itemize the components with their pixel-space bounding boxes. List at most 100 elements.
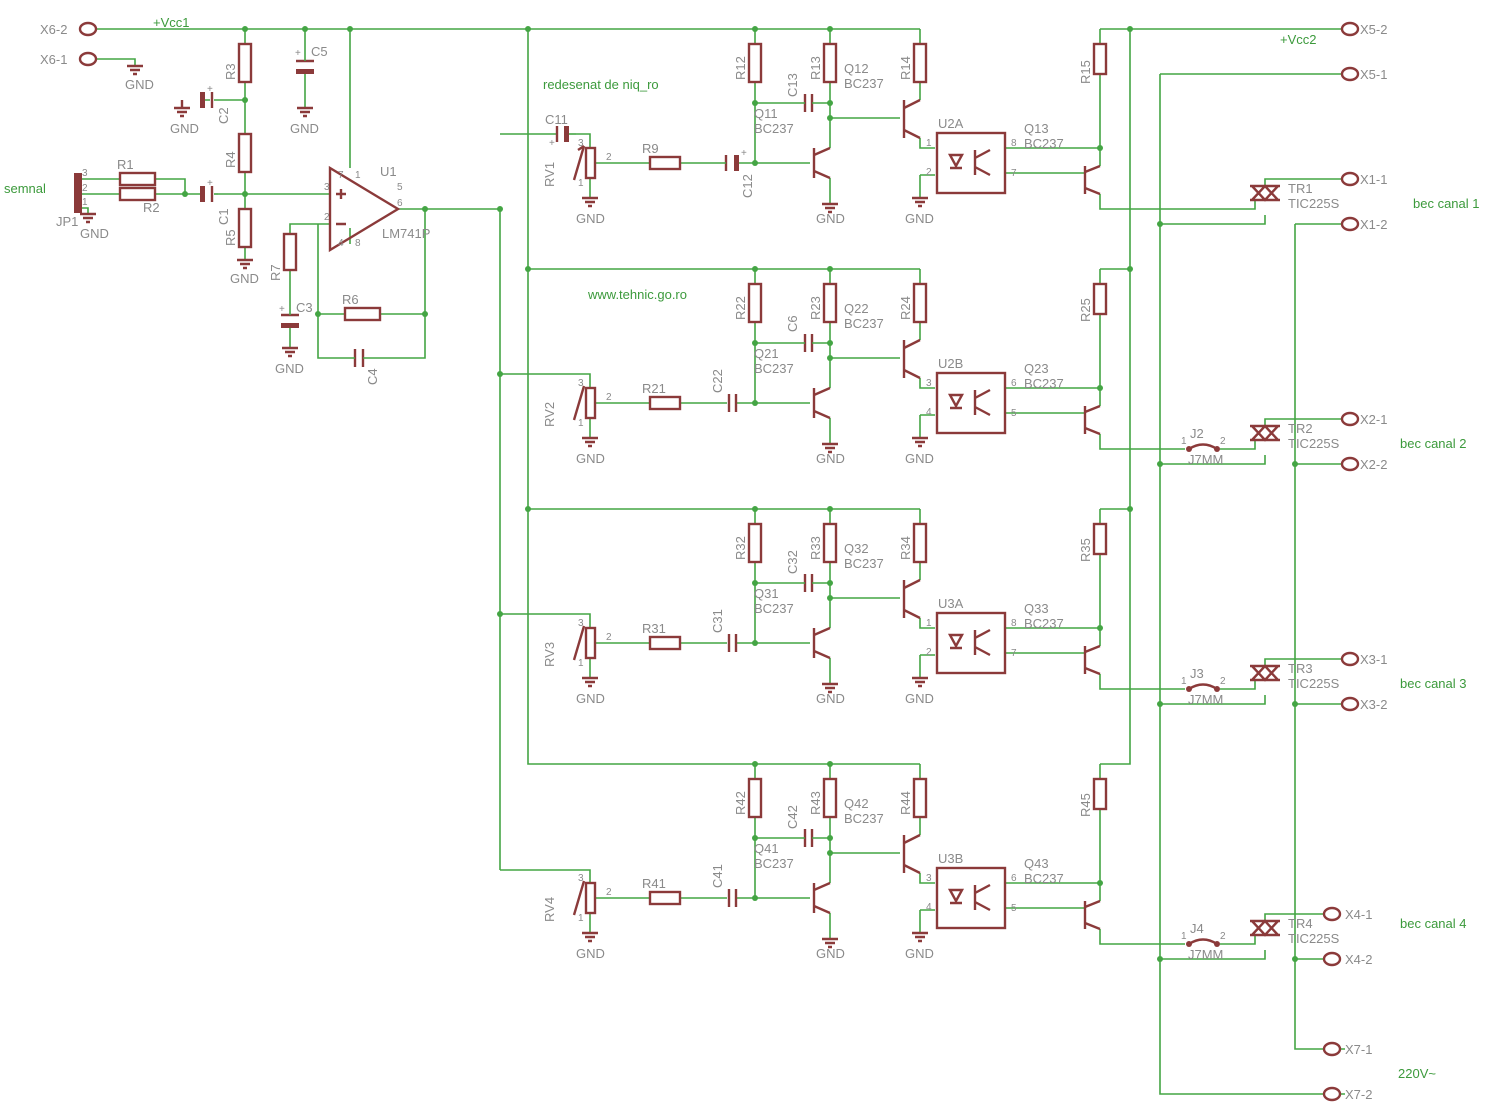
svg-text:6: 6 — [1011, 378, 1017, 389]
q43-part: BC237 — [1024, 871, 1064, 886]
gnd-label: GND — [125, 77, 154, 92]
q41-part: BC237 — [754, 856, 794, 871]
r22-label: R22 — [733, 296, 748, 320]
gnd-label: GND — [905, 691, 934, 706]
connector-pads — [78, 21, 1360, 1102]
connector-x1-2: X1-2 — [1360, 217, 1387, 232]
channel-3-label: bec canal 3 — [1400, 676, 1467, 691]
q21-label: Q21 — [754, 346, 779, 361]
r33-label: R33 — [808, 536, 823, 560]
r3-label: R3 — [223, 63, 238, 80]
opamp-u1 — [328, 165, 401, 253]
u2b-label: U2B — [938, 356, 963, 371]
vcc2-label: +Vcc2 — [1280, 32, 1317, 47]
gnd-label: GND — [576, 451, 605, 466]
tr3-label: TR3 — [1288, 661, 1313, 676]
connector-x4-1: X4-1 — [1345, 907, 1372, 922]
svg-text:3: 3 — [578, 873, 584, 884]
r32-label: R32 — [733, 536, 748, 560]
q42-label: Q42 — [844, 796, 869, 811]
q13-label: Q13 — [1024, 121, 1049, 136]
svg-text:1: 1 — [1181, 676, 1187, 687]
j4-part: J7MM — [1188, 947, 1223, 962]
svg-text:5: 5 — [397, 182, 403, 193]
svg-text:3: 3 — [578, 138, 584, 149]
svg-text:1: 1 — [926, 138, 932, 149]
input-label: semnal — [4, 181, 46, 196]
u1-label: U1 — [380, 164, 397, 179]
svg-text:1: 1 — [578, 658, 584, 669]
rv1-label: RV1 — [542, 162, 557, 187]
capacitors — [200, 54, 818, 907]
c41-label: C41 — [710, 864, 725, 888]
r21-label: R21 — [642, 381, 666, 396]
svg-text:+: + — [207, 84, 213, 95]
c3-label: C3 — [296, 300, 313, 315]
q31-part: BC237 — [754, 601, 794, 616]
q22-label: Q22 — [844, 301, 869, 316]
credit-label: redesenat de niq_ro — [543, 77, 659, 92]
svg-text:6: 6 — [397, 198, 403, 209]
potentiometers — [572, 145, 597, 916]
connector-x3-2: X3-2 — [1360, 697, 1387, 712]
rv3-label: RV3 — [542, 642, 557, 667]
tr1-part: TIC225S — [1288, 196, 1340, 211]
svg-text:+: + — [295, 48, 301, 59]
j3-label: J3 — [1190, 666, 1204, 681]
q31-label: Q31 — [754, 586, 779, 601]
gnd-label: GND — [905, 946, 934, 961]
svg-text:5: 5 — [1011, 408, 1017, 419]
svg-text:8: 8 — [355, 238, 361, 249]
r7-label: R7 — [268, 264, 283, 281]
svg-text:2: 2 — [606, 152, 612, 163]
svg-text:1: 1 — [578, 178, 584, 189]
svg-text:7: 7 — [1011, 168, 1017, 179]
svg-text:+: + — [279, 304, 285, 315]
svg-text:1: 1 — [1181, 436, 1187, 447]
r23-label: R23 — [808, 296, 823, 320]
tr2-part: TIC225S — [1288, 436, 1340, 451]
q21-part: BC237 — [754, 361, 794, 376]
c11-label: C11 — [545, 112, 568, 127]
r34-label: R34 — [898, 536, 913, 560]
r14-label: R14 — [898, 56, 913, 80]
channel-2-label: bec canal 2 — [1400, 436, 1467, 451]
svg-text:+: + — [207, 178, 213, 189]
labels: +Vcc1 +Vcc2 redesenat de niq_ro www.tehn… — [4, 15, 1480, 1102]
svg-text:4: 4 — [338, 238, 344, 249]
svg-text:1: 1 — [355, 170, 361, 181]
r42-label: R42 — [733, 791, 748, 815]
svg-text:3: 3 — [82, 168, 88, 179]
gnd-label: GND — [576, 691, 605, 706]
connector-x5-2: X5-2 — [1360, 22, 1387, 37]
gnd-label: GND — [576, 211, 605, 226]
tr1-label: TR1 — [1288, 181, 1313, 196]
r43-label: R43 — [808, 791, 823, 815]
connector-x3-1: X3-1 — [1360, 652, 1387, 667]
connector-x4-2: X4-2 — [1345, 952, 1372, 967]
r45-label: R45 — [1078, 793, 1093, 817]
svg-text:7: 7 — [1011, 648, 1017, 659]
channel-4-label: bec canal 4 — [1400, 916, 1467, 931]
u2a-label: U2A — [938, 116, 964, 131]
svg-text:+: + — [549, 138, 555, 149]
svg-text:2: 2 — [1220, 676, 1226, 687]
r24-label: R24 — [898, 296, 913, 320]
svg-text:3: 3 — [926, 873, 932, 884]
svg-text:6: 6 — [1011, 873, 1017, 884]
q22-part: BC237 — [844, 316, 884, 331]
gnd-label: GND — [905, 211, 934, 226]
j2-label: J2 — [1190, 426, 1204, 441]
q12-label: Q12 — [844, 61, 869, 76]
u3b-label: U3B — [938, 851, 963, 866]
svg-text:2: 2 — [606, 632, 612, 643]
r5-label: R5 — [223, 229, 238, 246]
tr2-label: TR2 — [1288, 421, 1313, 436]
rv2-label: RV2 — [542, 402, 557, 427]
optocouplers — [935, 131, 1007, 930]
svg-text:2: 2 — [606, 887, 612, 898]
gnd-label: GND — [905, 451, 934, 466]
svg-text:2: 2 — [324, 212, 330, 223]
connector-x6-1: X6-1 — [40, 52, 67, 67]
r25-label: R25 — [1078, 298, 1093, 322]
